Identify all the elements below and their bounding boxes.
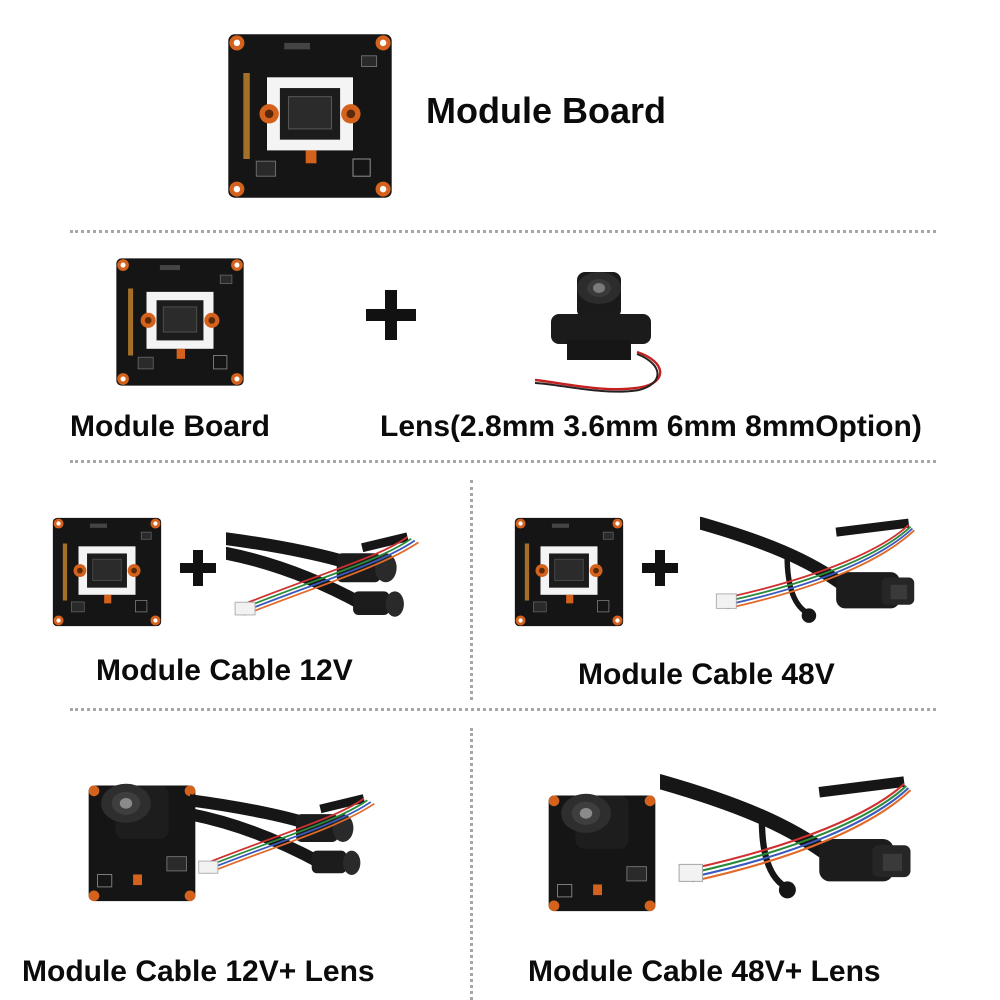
cable-48v-image — [700, 508, 936, 638]
module-cable-12v-lens-label: Module Cable 12V+ Lens — [22, 955, 375, 988]
camera-with-lens-image — [522, 760, 682, 920]
module-cable-48v-lens-label: Module Cable 48V+ Lens — [528, 955, 881, 988]
plus-icon — [642, 550, 678, 586]
module-board-image — [510, 515, 628, 629]
cable-12v-image — [226, 515, 462, 635]
module-board-image — [48, 515, 166, 629]
lens-label: Lens(2.8mm 3.6mm 6mm 8mmOption) — [380, 410, 922, 443]
module-cable-12v-label: Module Cable 12V — [96, 654, 353, 687]
divider-top — [70, 230, 936, 233]
module-board-image — [110, 255, 250, 389]
lens-image — [522, 262, 692, 402]
module-board-label: Module Board — [70, 410, 270, 443]
divider-vertical-upper — [470, 480, 473, 700]
divider-vertical-lower — [470, 728, 473, 1000]
divider-middle — [70, 460, 936, 463]
module-cable-48v-label: Module Cable 48V — [578, 658, 835, 691]
plus-icon — [366, 290, 416, 340]
cable-12v-image — [190, 745, 416, 925]
cable-48v-image — [660, 755, 936, 925]
module-board-image — [222, 30, 398, 202]
divider-lower — [70, 708, 936, 711]
module-board-title: Module Board — [426, 90, 666, 131]
plus-icon — [180, 550, 216, 586]
